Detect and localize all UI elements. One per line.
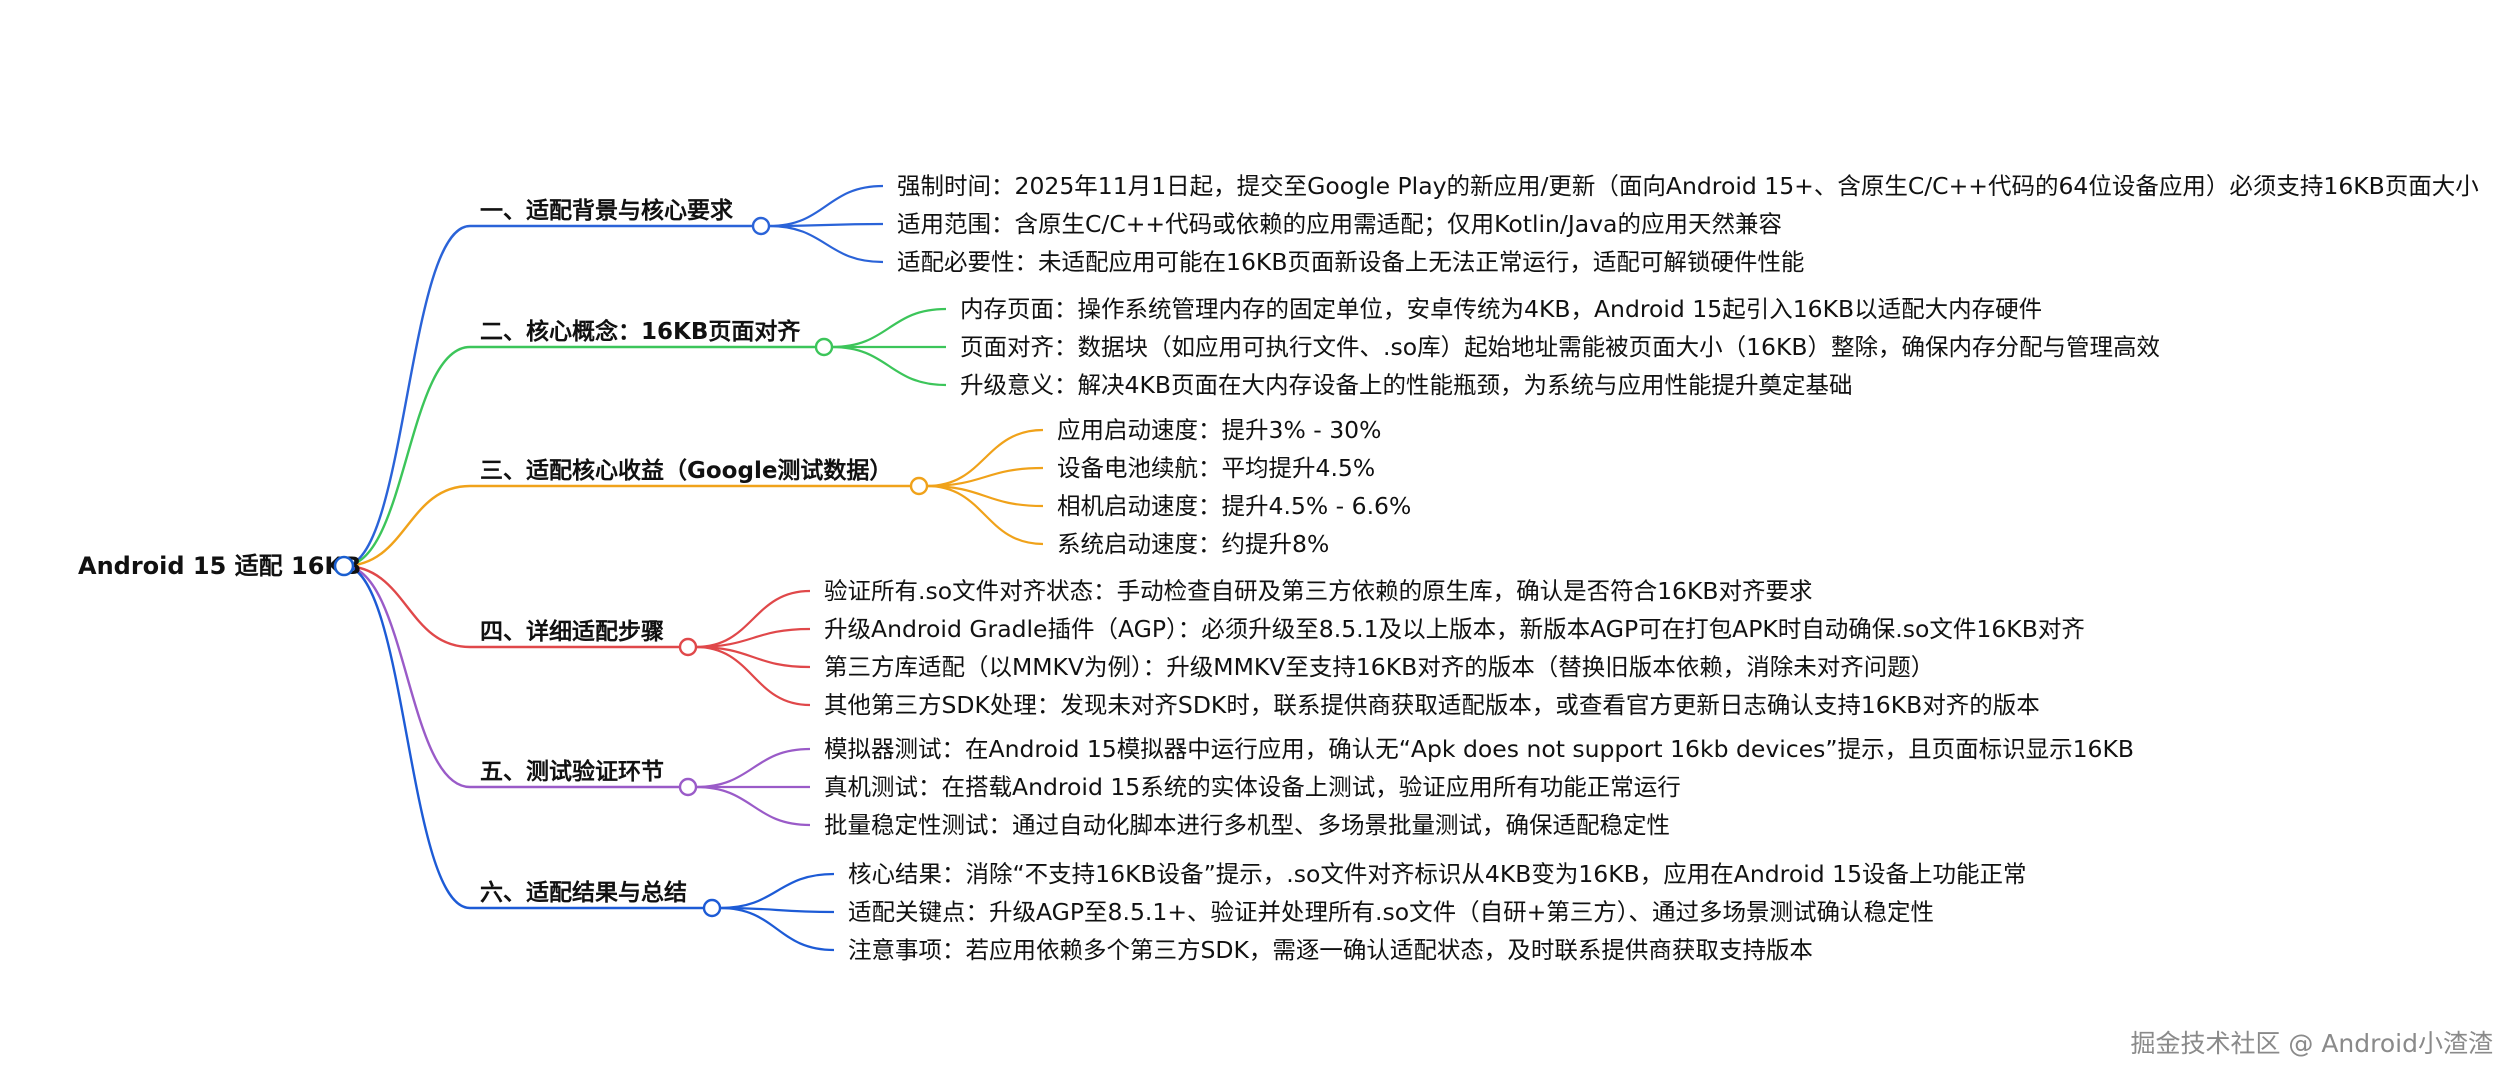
branch-4-edge — [343, 564, 471, 649]
branch-3-leaf-2: 设备电池续航：平均提升4.5% — [1057, 454, 1375, 482]
branch-3-leaf-4: 系统启动速度：约提升8% — [1057, 530, 1329, 558]
branch-5-leaf-3: 批量稳定性测试：通过自动化脚本进行多机型、多场景批量测试，确保适配稳定性 — [824, 811, 1670, 839]
branch-5-leaf-1: 模拟器测试：在Android 15模拟器中运行应用，确认无“Apk does n… — [824, 735, 2134, 763]
branch-6-leaf-edge-1 — [719, 872, 835, 910]
branch-1-label: 一、适配背景与核心要求 — [480, 197, 733, 224]
branch-5-leaf-edge-1 — [695, 747, 811, 789]
branch-4-leaf-2: 升级Android Gradle插件（AGP）：必须升级至8.5.1及以上版本，… — [824, 615, 2085, 643]
branch-4-leaf-edge-1 — [695, 589, 811, 649]
branch-1-leaf-3: 适配必要性：未适配应用可能在16KB页面新设备上无法正常运行，适配可解锁硬件性能 — [897, 248, 1804, 276]
branch-3-collapse-node[interactable] — [909, 476, 929, 496]
branch-6-collapse-node[interactable] — [702, 898, 722, 918]
branch-6-edge — [343, 564, 471, 910]
branch-6-leaf-edge-2 — [719, 906, 835, 914]
branch-6-leaf-3: 注意事项：若应用依赖多个第三方SDK，需逐一确认适配状态，及时联系提供商获取支持… — [848, 936, 1813, 964]
branch-5-label: 五、测试验证环节 — [480, 758, 664, 785]
branch-2-edge — [343, 345, 471, 568]
branch-2-leaf-3: 升级意义：解决4KB页面在大内存设备上的性能瓶颈，为系统与应用性能提升奠定基础 — [960, 371, 1852, 399]
root-label: Android 15 适配 16KB — [78, 552, 361, 580]
branch-6-leaf-2: 适配关键点：升级AGP至8.5.1+、验证并处理所有.so文件（自研+第三方）、… — [848, 898, 1934, 926]
branch-2-leaf-2: 页面对齐：数据块（如应用可执行文件、.so库）起始地址需能被页面大小（16KB）… — [960, 333, 2160, 361]
branch-4-label: 四、详细适配步骤 — [480, 618, 664, 645]
branch-3-leaf-1: 应用启动速度：提升3% - 30% — [1057, 416, 1381, 444]
branch-4-leaf-edge-4 — [695, 645, 811, 707]
branch-3-label: 三、适配核心收益（Google测试数据） — [480, 457, 892, 484]
branch-4-leaf-1: 验证所有.so文件对齐状态：手动检查自研及第三方依赖的原生库，确认是否符合16K… — [824, 577, 1813, 605]
mindmap-nodes: Android 15 适配 16KB 一、适配背景与核心要求 强制时间：2025年1… — [78, 172, 2479, 964]
branch-5-leaf-2: 真机测试：在搭载Android 15系统的实体设备上测试，验证应用所有功能正常运… — [824, 773, 1681, 801]
branch-5-leaf-edge-3 — [695, 785, 811, 827]
branch-2-leaf-1: 内存页面：操作系统管理内存的固定单位，安卓传统为4KB，Android 15起引… — [960, 295, 2042, 323]
branch-4-leaf-edge-3 — [695, 645, 811, 669]
branch-1-leaf-edge-3 — [768, 224, 884, 264]
branch-4-leaf-edge-2 — [695, 627, 811, 649]
branch-1-leaf-1: 强制时间：2025年11月1日起，提交至Google Play的新应用/更新（面… — [897, 172, 2479, 200]
branch-2-label: 二、核心概念：16KB页面对齐 — [480, 318, 801, 345]
branch-3-leaf-edge-2 — [926, 466, 1044, 488]
branch-6-leaf-edge-3 — [719, 906, 835, 952]
branch-2-leaf-edge-3 — [831, 345, 947, 387]
branch-4-leaf-3: 第三方库适配（以MMKV为例）：升级MMKV至支持16KB对齐的版本（替换旧版本… — [824, 653, 1934, 681]
watermark-text: 掘金技术社区 @ Android小渣渣 — [2130, 1029, 2493, 1058]
branch-4-collapse-node[interactable] — [678, 637, 698, 657]
branch-3-leaf-3: 相机启动速度：提升4.5% - 6.6% — [1057, 492, 1411, 520]
branch-2-leaf-edge-1 — [831, 307, 947, 349]
branch-3-leaf-edge-4 — [926, 484, 1044, 546]
root-collapse-node[interactable] — [333, 555, 355, 577]
branch-5-edge — [343, 564, 471, 789]
branch-6-label: 六、适配结果与总结 — [480, 879, 687, 906]
branch-3-leaf-edge-3 — [926, 484, 1044, 508]
branch-3-edge — [343, 484, 471, 568]
branch-6-leaf-1: 核心结果：消除“不支持16KB设备”提示，.so文件对齐标识从4KB变为16KB… — [848, 860, 2027, 888]
branch-4-leaf-4: 其他第三方SDK处理：发现未对齐SDK时，联系提供商获取适配版本，或查看官方更新… — [824, 691, 2040, 719]
branch-1-leaf-edge-1 — [768, 184, 884, 228]
branch-1-collapse-node[interactable] — [751, 216, 771, 236]
branch-1-leaf-2: 适用范围：含原生C/C++代码或依赖的应用需适配；仅用Kotlin/Java的应… — [897, 210, 1782, 238]
mindmap-edges — [343, 184, 1044, 952]
branch-2-collapse-node[interactable] — [814, 337, 834, 357]
branch-1-leaf-edge-2 — [768, 222, 884, 228]
branch-3-leaf-edge-1 — [926, 428, 1044, 488]
branch-5-collapse-node[interactable] — [678, 777, 698, 797]
branch-1-edge — [343, 224, 471, 568]
